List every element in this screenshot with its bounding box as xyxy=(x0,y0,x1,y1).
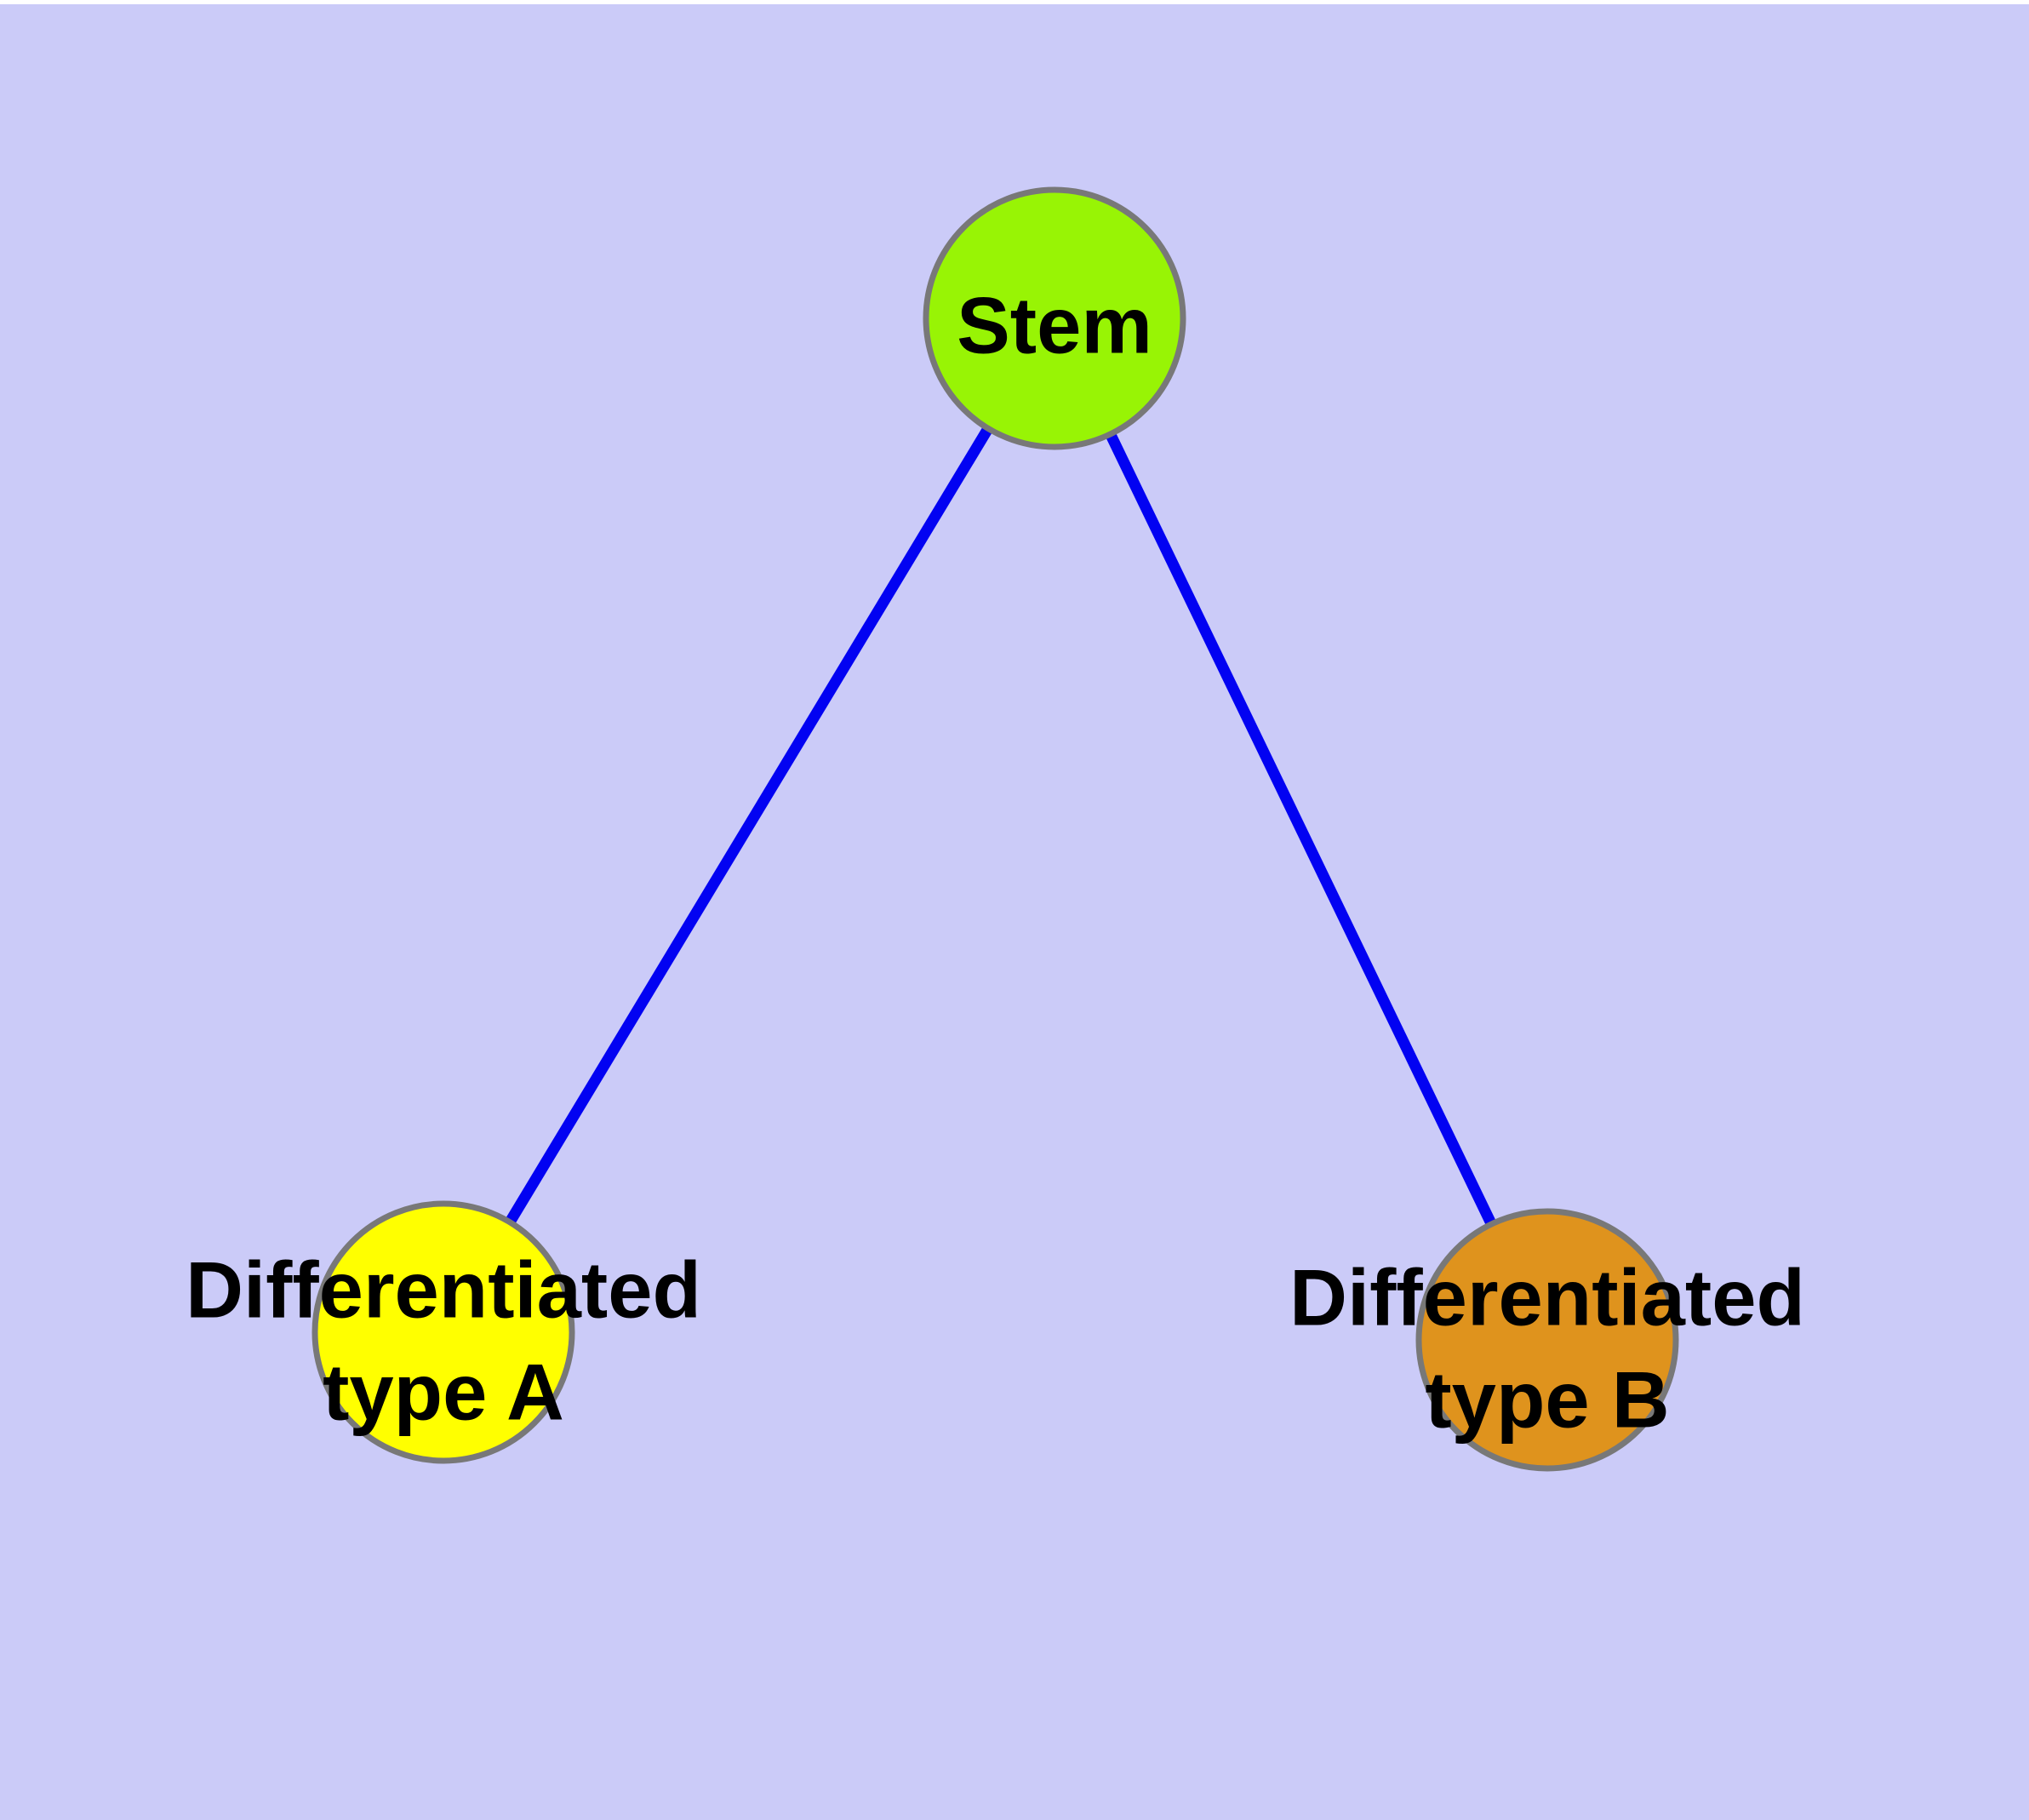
node-differentiated-type-a-circle xyxy=(311,1200,575,1464)
node-stem-circle xyxy=(923,186,1186,450)
node-differentiated-type-b-label-line2: type B xyxy=(1425,1355,1669,1445)
top-edge-strip xyxy=(0,0,2029,4)
node-differentiated-type-a-label-line2: type A xyxy=(323,1348,564,1437)
node-stem-label: Stem xyxy=(957,281,1152,370)
node-differentiated-type-b-label-line1: Differentiated xyxy=(1289,1253,1805,1342)
edge-stem-to-type-a xyxy=(438,315,1060,1336)
node-differentiated-type-b: Differentiated type B xyxy=(1289,1208,1805,1472)
node-differentiated-type-a-label-line1: Differentiated xyxy=(186,1245,701,1335)
node-differentiated-type-a: Differentiated type A xyxy=(186,1200,701,1464)
node-stem: Stem xyxy=(923,186,1186,450)
edge-stem-to-type-b xyxy=(1049,316,1552,1342)
node-differentiated-type-b-circle xyxy=(1415,1208,1679,1472)
